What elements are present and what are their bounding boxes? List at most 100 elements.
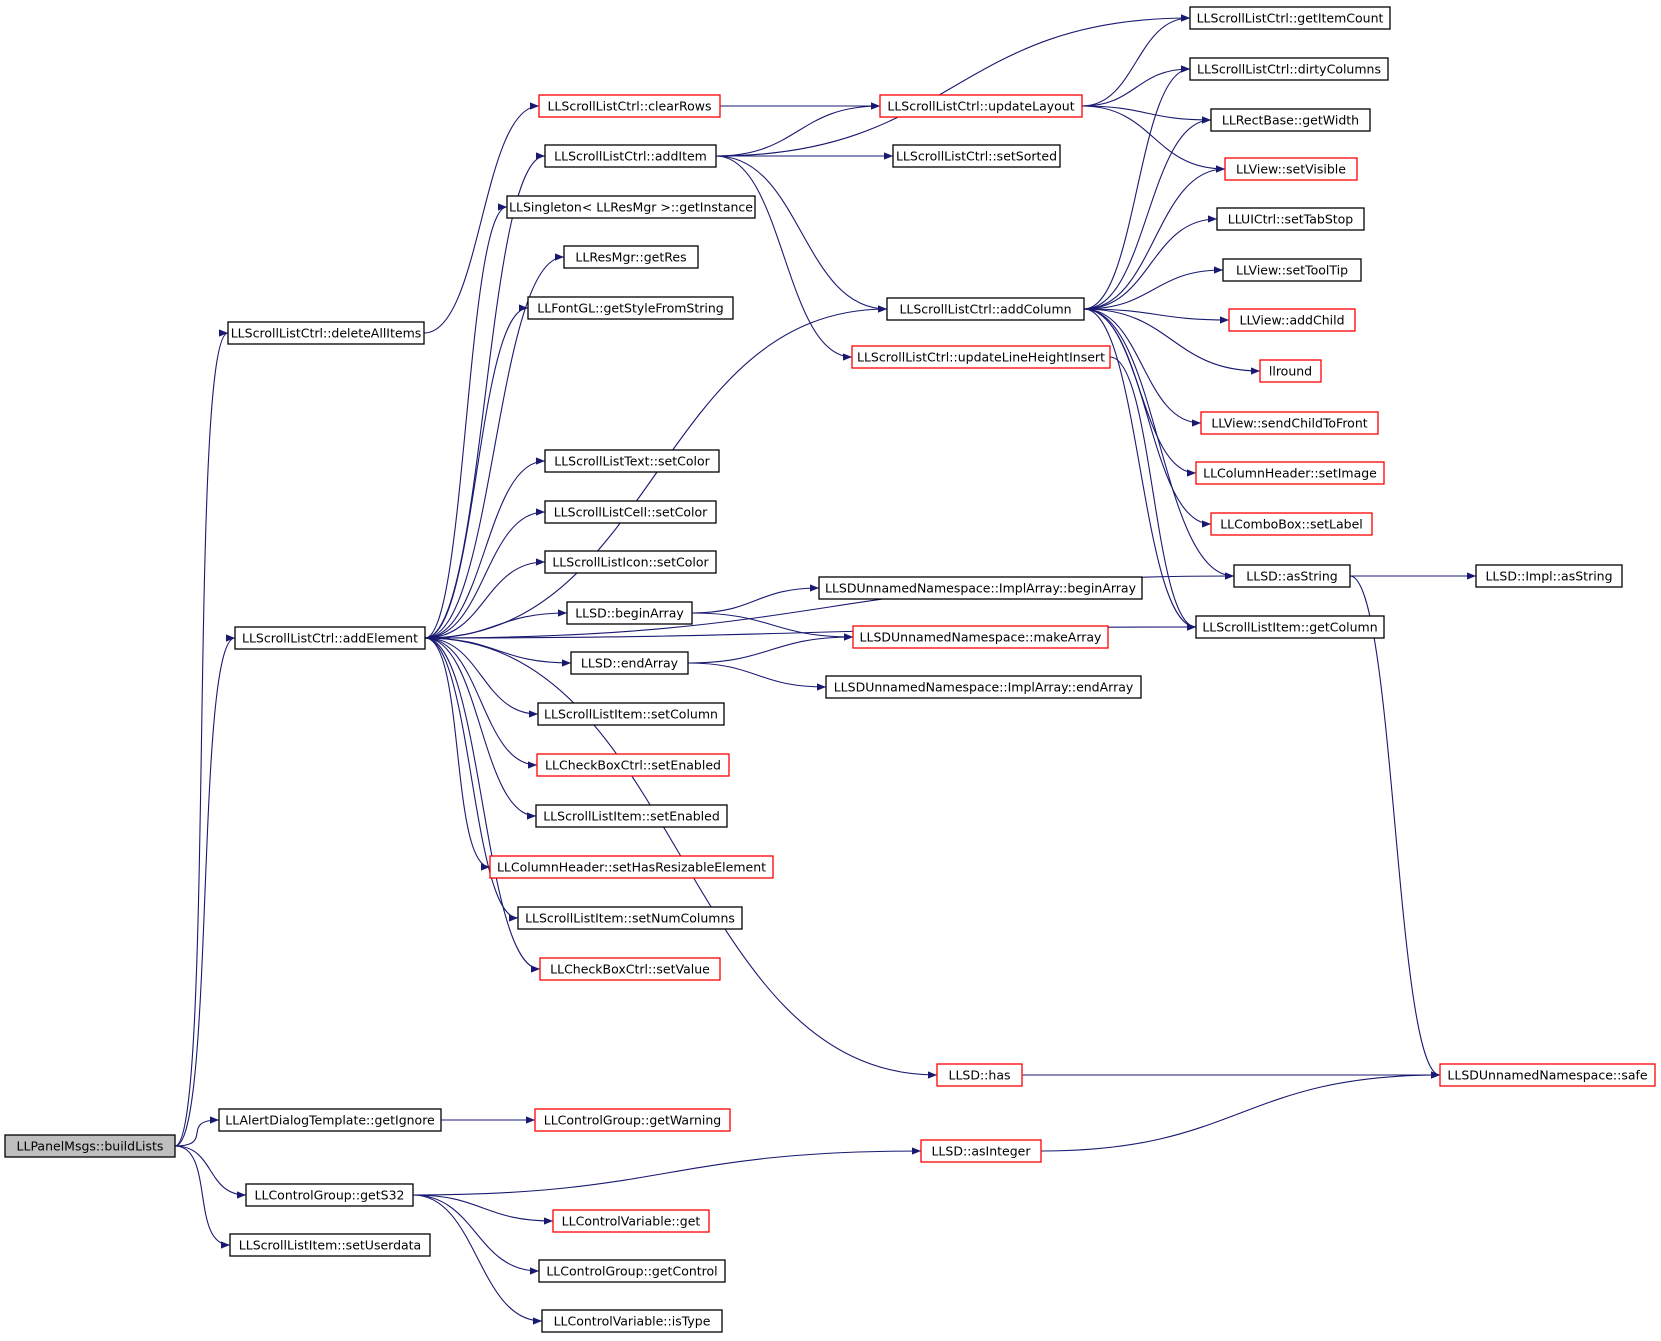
node-llround[interactable]: llround	[1259, 359, 1322, 383]
node-getItemCount[interactable]: LLScrollListCtrl::getItemCount	[1189, 6, 1391, 30]
node-setToolTip[interactable]: LLView::setToolTip	[1222, 258, 1362, 282]
node-label: LLScrollListCtrl::updateLineHeightInsert	[857, 350, 1105, 365]
node-label: LLSD::has	[948, 1068, 1010, 1083]
node-getIgnore[interactable]: LLAlertDialogTemplate::getIgnore	[218, 1108, 442, 1132]
node-asString[interactable]: LLSD::asString	[1233, 564, 1351, 588]
node-clearRows[interactable]: LLScrollListCtrl::clearRows	[538, 94, 721, 118]
node-setUserdata[interactable]: LLScrollListItem::setUserdata	[229, 1233, 431, 1257]
edge-addElement-to-textSetColor	[424, 457, 546, 639]
node-label: LLSD::endArray	[581, 656, 679, 671]
edge-addElement-to-addColumn	[424, 305, 888, 639]
node-setNumColumns[interactable]: LLScrollListItem::setNumColumns	[517, 906, 743, 930]
node-label: LLScrollListItem::setEnabled	[543, 809, 720, 824]
edge-updateLayout-to-getWidth	[1081, 105, 1212, 124]
node-beginArray[interactable]: LLSD::beginArray	[566, 601, 693, 625]
edge-addElement-to-endArray	[424, 637, 572, 667]
node-label: LLScrollListCtrl::getItemCount	[1197, 11, 1384, 26]
node-getRes[interactable]: LLResMgr::getRes	[563, 245, 699, 269]
node-addChild[interactable]: LLView::addChild	[1228, 308, 1356, 332]
node-implBeginArray[interactable]: LLSDUnnamedNamespace::ImplArray::beginAr…	[818, 576, 1143, 600]
node-itemSetEnabled[interactable]: LLScrollListItem::setEnabled	[535, 804, 728, 828]
node-label: LLRectBase::getWidth	[1222, 113, 1359, 128]
node-setTabStop[interactable]: LLUICtrl::setTabStop	[1216, 207, 1365, 231]
edge-addElement-to-getStyleFromString	[424, 304, 529, 639]
node-implAsString[interactable]: LLSD::Impl::asString	[1475, 564, 1623, 588]
node-cbSetValue[interactable]: LLCheckBoxCtrl::setValue	[539, 957, 721, 981]
node-getColumn[interactable]: LLScrollListItem::getColumn	[1195, 615, 1385, 639]
node-box	[570, 651, 689, 675]
node-setColumn[interactable]: LLScrollListItem::setColumn	[537, 702, 725, 726]
node-buildLists[interactable]: LLPanelMsgs::buildLists	[4, 1134, 176, 1158]
edge-endArray-to-makeArray	[687, 633, 854, 664]
node-dirtyColumns[interactable]: LLScrollListCtrl::dirtyColumns	[1189, 57, 1389, 81]
node-setLabel[interactable]: LLComboBox::setLabel	[1210, 512, 1373, 536]
node-label: LLScrollListCtrl::deleteAllItems	[231, 326, 422, 341]
node-addColumn[interactable]: LLScrollListCtrl::addColumn	[886, 297, 1085, 321]
edge-addColumn-to-setTabStop	[1083, 215, 1218, 310]
node-asInteger[interactable]: LLSD::asInteger	[920, 1139, 1042, 1163]
node-label: LLScrollListCtrl::clearRows	[547, 99, 711, 114]
node-implEndArray[interactable]: LLSDUnnamedNamespace::ImplArray::endArra…	[825, 675, 1142, 699]
edge-addElement-to-addItem	[424, 152, 546, 639]
node-has[interactable]: LLSD::has	[936, 1063, 1023, 1087]
edge-buildLists-to-getS32	[174, 1145, 247, 1199]
node-label: LLControlGroup::getWarning	[544, 1113, 722, 1128]
node-addElement[interactable]: LLScrollListCtrl::addElement	[234, 626, 426, 650]
edge-getS32-to-getControl	[412, 1194, 540, 1275]
node-getControl[interactable]: LLControlGroup::getControl	[538, 1259, 726, 1283]
edge-updateLayout-to-getItemCount	[1081, 14, 1191, 107]
node-box	[245, 1183, 414, 1207]
node-setImage[interactable]: LLColumnHeader::setImage	[1195, 461, 1385, 485]
node-getStyleFromString[interactable]: LLFontGL::getStyleFromString	[527, 296, 734, 320]
node-addItem[interactable]: LLScrollListCtrl::addItem	[544, 144, 717, 168]
node-box	[1189, 57, 1389, 81]
node-cvGet[interactable]: LLControlVariable::get	[552, 1209, 710, 1233]
edge-asString-to-safe	[1349, 575, 1441, 1079]
node-label: LLControlGroup::getS32	[255, 1188, 405, 1203]
edge-buildLists-to-getIgnore	[174, 1116, 220, 1147]
node-label: LLSD::Impl::asString	[1485, 569, 1612, 584]
node-box	[1233, 564, 1351, 588]
node-box	[552, 1209, 710, 1233]
node-box	[1259, 359, 1322, 383]
node-endArray[interactable]: LLSD::endArray	[570, 651, 689, 675]
node-label: LLScrollListCtrl::dirtyColumns	[1197, 62, 1381, 77]
node-getWidth[interactable]: LLRectBase::getWidth	[1210, 108, 1371, 132]
node-setVisible[interactable]: LLView::setVisible	[1224, 157, 1358, 181]
edge-endArray-to-implEndArray	[687, 662, 827, 691]
node-box	[534, 1108, 731, 1132]
node-getWarning[interactable]: LLControlGroup::getWarning	[534, 1108, 731, 1132]
edge-buildLists-to-addElement	[174, 634, 236, 1147]
node-updateLineHeight[interactable]: LLScrollListCtrl::updateLineHeightInsert	[851, 345, 1111, 369]
node-box	[517, 906, 743, 930]
node-box	[1222, 258, 1362, 282]
node-setHasResizable[interactable]: LLColumnHeader::setHasResizableElement	[489, 855, 774, 879]
node-makeArray[interactable]: LLSDUnnamedNamespace::makeArray	[852, 625, 1109, 649]
node-label: LLSDUnnamedNamespace::ImplArray::endArra…	[834, 680, 1134, 695]
node-sendChildToFront[interactable]: LLView::sendChildToFront	[1200, 411, 1379, 435]
node-label: LLSDUnnamedNamespace::makeArray	[860, 630, 1103, 645]
node-getS32[interactable]: LLControlGroup::getS32	[245, 1183, 414, 1207]
edge-addItem-to-updateLineHeight	[715, 155, 853, 361]
node-iconSetColor[interactable]: LLScrollListIcon::setColor	[544, 550, 717, 574]
node-label: LLScrollListItem::setColumn	[544, 707, 718, 722]
node-isType[interactable]: LLControlVariable::isType	[541, 1309, 723, 1333]
node-cellSetColor[interactable]: LLScrollListCell::setColor	[544, 500, 717, 524]
node-label: LLScrollListText::setColor	[554, 454, 710, 469]
node-cbSetEnabled[interactable]: LLCheckBoxCtrl::setEnabled	[536, 753, 730, 777]
node-safe[interactable]: LLSDUnnamedNamespace::safe	[1439, 1063, 1656, 1087]
node-textSetColor[interactable]: LLScrollListText::setColor	[544, 449, 720, 473]
node-updateLayout[interactable]: LLScrollListCtrl::updateLayout	[879, 94, 1083, 118]
edge-addElement-to-iconSetColor	[424, 558, 546, 639]
node-label: LLColumnHeader::setHasResizableElement	[497, 860, 766, 875]
node-getInstance[interactable]: LLSingleton< LLResMgr >::getInstance	[506, 195, 756, 219]
node-setSorted[interactable]: LLScrollListCtrl::setSorted	[892, 144, 1061, 168]
node-label: LLControlVariable::isType	[554, 1314, 711, 1329]
node-label: LLSingleton< LLResMgr >::getInstance	[509, 200, 753, 215]
node-deleteAllItems[interactable]: LLScrollListCtrl::deleteAllItems	[227, 321, 425, 345]
edge-addItem-to-updateLayout	[715, 102, 881, 157]
edge-addColumn-to-setLabel	[1083, 308, 1212, 528]
edge-getS32-to-cvGet	[412, 1194, 554, 1225]
edge-addElement-to-getRes	[424, 253, 565, 639]
